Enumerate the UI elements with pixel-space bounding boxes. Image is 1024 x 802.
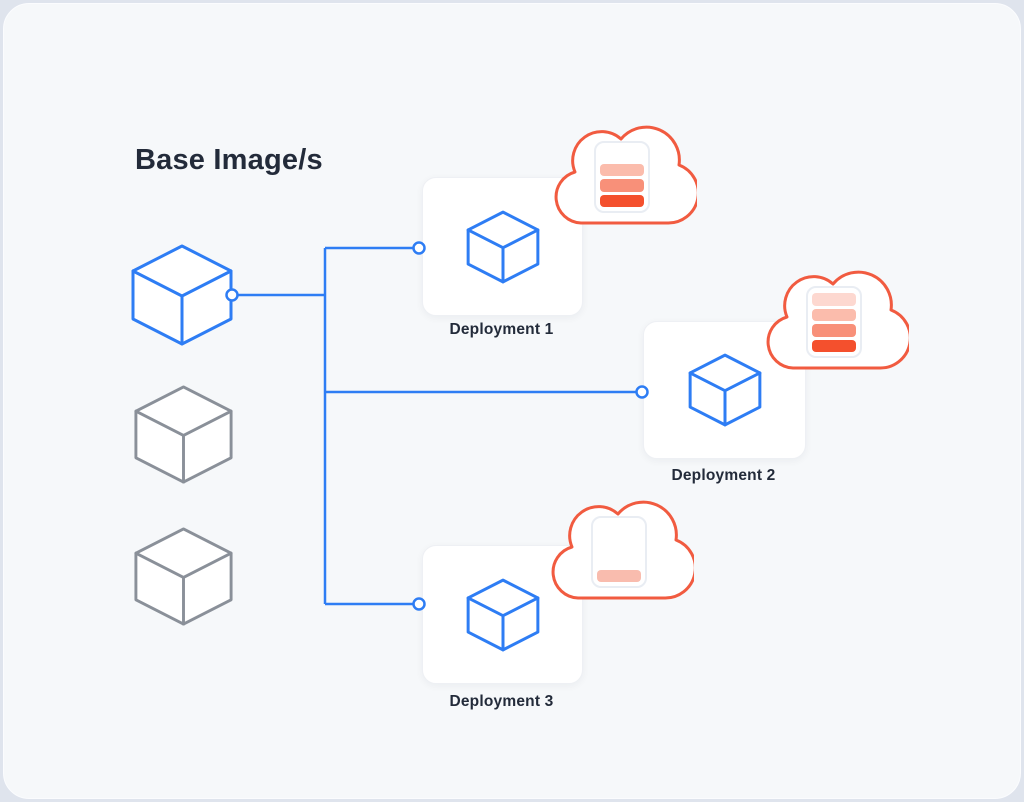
layer-bar <box>812 339 856 352</box>
layer-bar <box>600 179 644 192</box>
cloud-node <box>545 117 697 229</box>
layer-bar <box>597 569 641 582</box>
cube-icon <box>688 353 762 427</box>
layer-bar <box>812 308 856 321</box>
cube-icon <box>133 526 234 627</box>
cube-icon <box>130 243 234 347</box>
layer-bar <box>812 293 856 306</box>
base-image-node <box>130 243 234 347</box>
layer-stack-icon <box>594 141 650 213</box>
deployment-label: Deployment 1 <box>449 321 554 338</box>
deployment-label: Deployment 2 <box>671 467 776 484</box>
base-image-node <box>133 526 234 627</box>
cloud-node <box>542 492 694 604</box>
deployment-label: Deployment 3 <box>449 693 554 710</box>
layer-bar <box>600 163 644 176</box>
cube-icon <box>133 384 234 485</box>
layer-bar <box>600 194 644 207</box>
cube-icon <box>466 210 540 284</box>
base-image-node <box>133 384 234 485</box>
layer-stack-icon <box>806 286 862 358</box>
cloud-node <box>757 262 909 374</box>
layer-stack-icon <box>591 516 647 588</box>
layer-bar <box>812 324 856 337</box>
diagram-title: Base Image/s <box>135 144 323 176</box>
cube-icon <box>466 578 540 652</box>
